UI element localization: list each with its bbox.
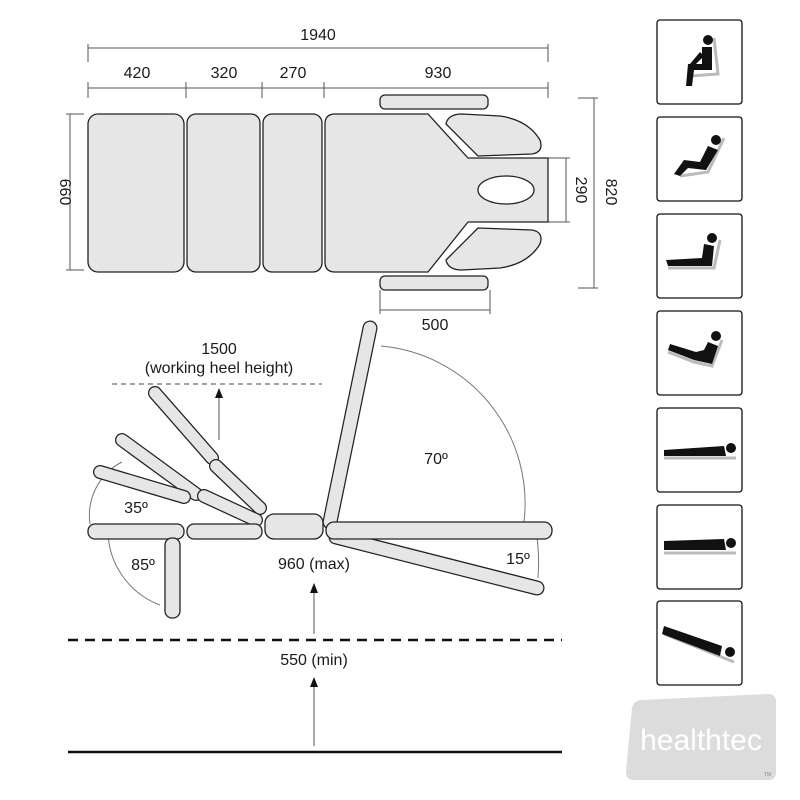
armrest-lower-top bbox=[445, 227, 542, 271]
reclined-seated-position-icon bbox=[656, 116, 743, 202]
semi-reclined-position-icon bbox=[656, 213, 743, 299]
face-hole bbox=[477, 175, 535, 205]
angle-leg-label: 35º bbox=[124, 500, 148, 517]
segment-1-label: 420 bbox=[124, 65, 151, 82]
total-length-label: 1940 bbox=[300, 27, 336, 44]
position-icons bbox=[656, 19, 743, 686]
logo-text: healthtec bbox=[640, 724, 762, 757]
heel-height-value: 1500 bbox=[201, 341, 237, 358]
healthtec-logo: healthtec TM bbox=[626, 694, 776, 780]
svg-text:TM: TM bbox=[764, 772, 771, 778]
seated-position-icon bbox=[656, 19, 743, 105]
heel-height-note: (working heel height) bbox=[145, 360, 294, 377]
face-width-label: 290 bbox=[572, 177, 589, 204]
foot-angle-arc bbox=[107, 529, 161, 606]
angle-foot-label: 85º bbox=[131, 557, 155, 574]
width-label: 660 bbox=[56, 179, 73, 206]
back-angle-arc bbox=[380, 345, 526, 523]
min-height-label: 550 (min) bbox=[280, 652, 348, 669]
lumbar-section-side bbox=[264, 513, 324, 540]
side-rail-lower bbox=[379, 275, 489, 291]
side-view: 1500 (working heel height) 70º 35 bbox=[68, 320, 562, 754]
lumbar-section-top bbox=[262, 113, 323, 273]
leg-section-top bbox=[87, 113, 185, 273]
angle-back-label: 70º bbox=[424, 451, 448, 468]
segment-4-label: 930 bbox=[425, 65, 452, 82]
flat-prone-position-icon bbox=[656, 407, 743, 493]
segment-2-label: 320 bbox=[211, 65, 238, 82]
side-rail-upper bbox=[379, 94, 489, 110]
seat-section-top bbox=[186, 113, 261, 273]
flat-supine-position-icon bbox=[656, 504, 743, 590]
back-section-side bbox=[325, 521, 553, 540]
max-height-label: 960 (max) bbox=[278, 556, 350, 573]
seat-section-side bbox=[186, 523, 263, 540]
top-view-table bbox=[87, 94, 549, 291]
tilted-position-icon bbox=[656, 600, 743, 686]
leg-angle-arc bbox=[88, 461, 123, 525]
overall-width-label: 820 bbox=[602, 179, 619, 206]
segment-3-label: 270 bbox=[280, 65, 307, 82]
armrest-upper-top bbox=[445, 113, 542, 157]
angle-tilt-label: 15º bbox=[506, 551, 530, 568]
leg-section-side bbox=[87, 523, 185, 540]
top-view-dimensions: 1940 420 320 270 930 660 290 820 500 bbox=[56, 27, 619, 334]
legs-raised-position-icon bbox=[656, 310, 743, 396]
back-section-top bbox=[324, 113, 549, 273]
foot-section-side bbox=[164, 537, 181, 619]
armrest-length-label: 500 bbox=[422, 317, 449, 334]
